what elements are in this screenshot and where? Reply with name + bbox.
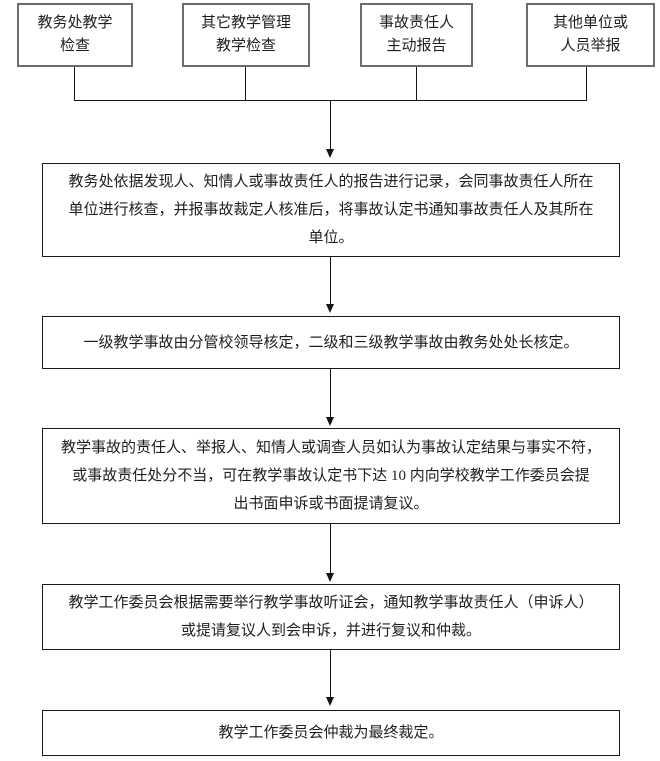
down-arrow-icon-5 <box>325 650 334 706</box>
source-box-other-management-check: 其它教学管理 教学检查 <box>182 3 310 67</box>
step-box-level-approval: 一级教学事故由分管校领导核定，二级和三级教学事故由教务处处长核定。 <box>42 316 620 369</box>
down-arrow-icon-4 <box>325 524 334 582</box>
step-box-appeal-or-review: 教学事故的责任人、举报人、知情人或调查人员如认为事故认定结果与事实不符， 或事故… <box>42 428 620 524</box>
connector-stub-1 <box>74 67 75 100</box>
source-box-academic-office-check: 教务处教学 检查 <box>17 3 133 67</box>
step-box-final-ruling: 教学工作委员会仲裁为最终裁定。 <box>42 710 620 756</box>
step-box-hearing-and-arbitration: 教学工作委员会根据需要举行教学事故听证会，通知教学事故责任人（申诉人） 或提请复… <box>42 584 620 650</box>
connector-stub-2 <box>245 67 246 100</box>
down-arrow-icon-1 <box>325 100 334 158</box>
source-box-other-unit-report: 其他单位或 人员举报 <box>526 3 655 67</box>
connector-stub-4 <box>586 67 587 100</box>
down-arrow-icon-2 <box>325 257 334 313</box>
down-arrow-icon-3 <box>325 369 334 426</box>
connector-stub-3 <box>416 67 417 100</box>
source-box-responsible-self-report: 事故责任人 主动报告 <box>360 3 473 67</box>
step-box-record-and-verify: 教务处依据发现人、知情人或事故责任人的报告进行记录，会同事故责任人所在 单位进行… <box>42 163 620 257</box>
